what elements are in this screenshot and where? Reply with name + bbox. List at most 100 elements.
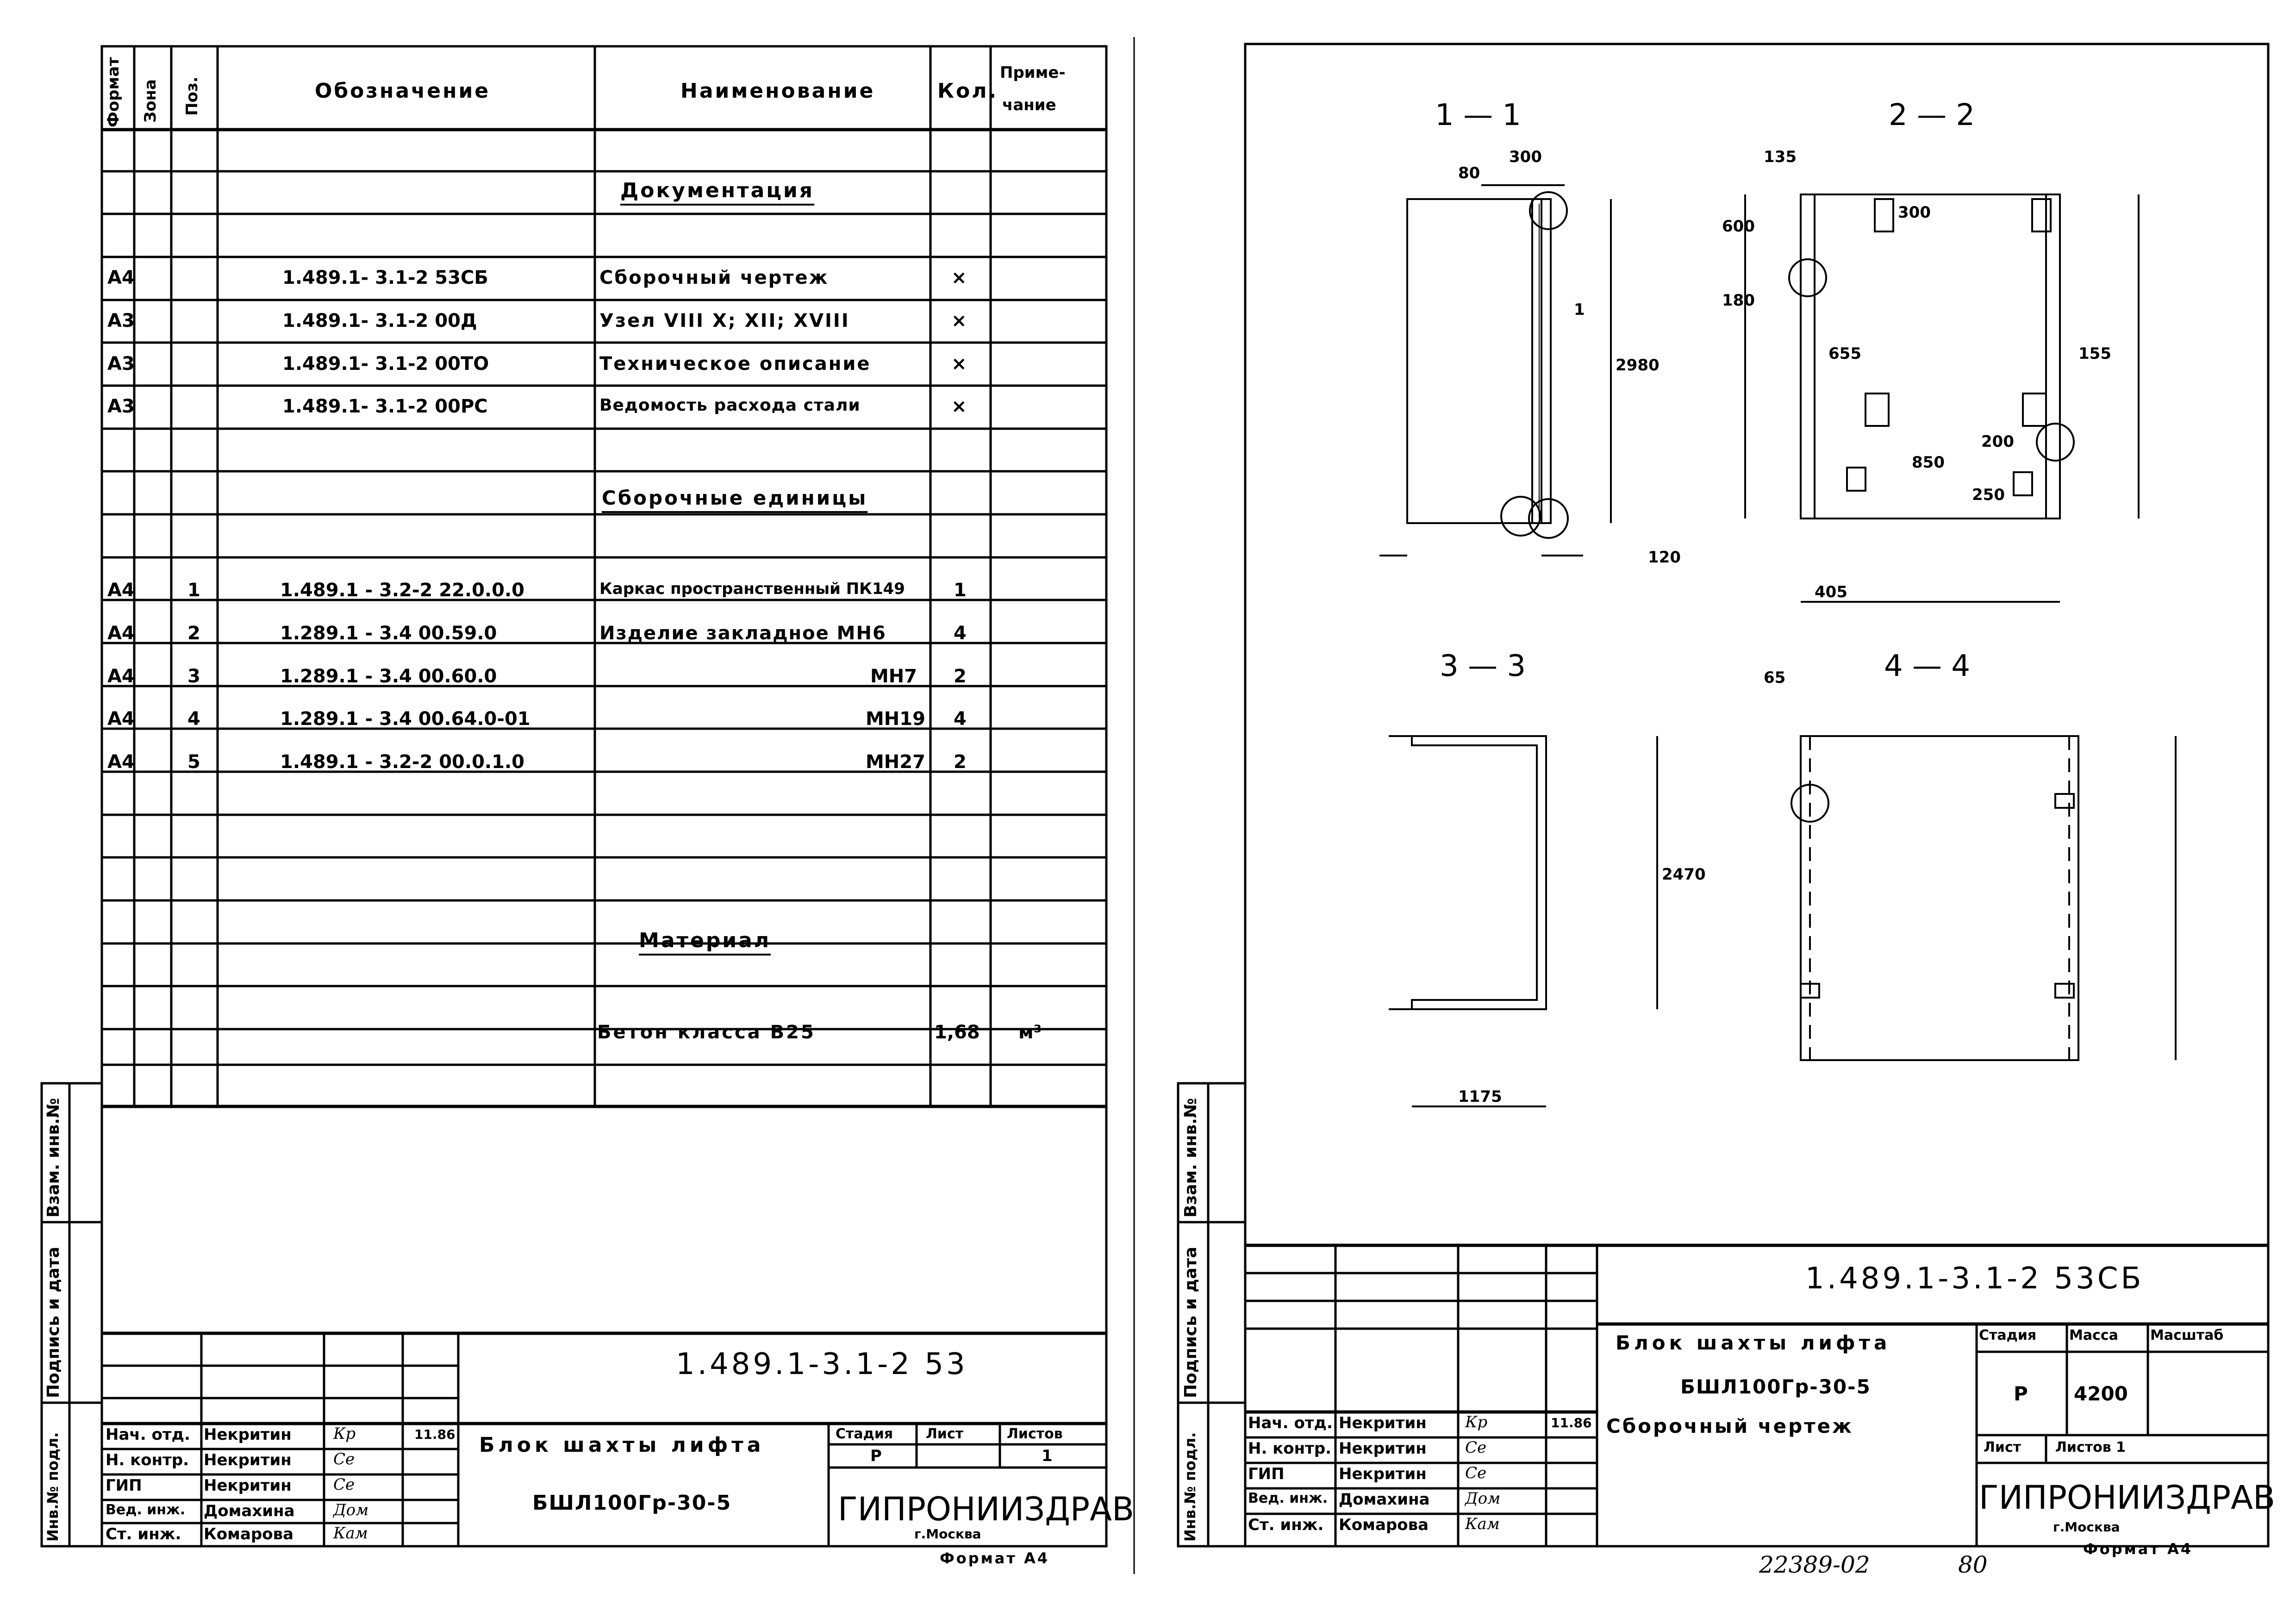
doc-format: А3 (107, 353, 135, 375)
unit-qty: 4 (954, 708, 967, 730)
title-mark-right: БШЛ100Гр-30-5 (1680, 1375, 1871, 1398)
dim-405: 405 (1815, 583, 1847, 601)
unit-format: А4 (107, 708, 135, 730)
section-documentation: Документация (620, 179, 815, 202)
title-drawing-type: Сборочный чертеж (1606, 1415, 1853, 1437)
unit-designation: 1.289.1 - 3.4 00.59.0 (280, 623, 497, 644)
staff-role: Ст. инж. (1248, 1516, 1324, 1534)
dim-850: 850 (1912, 453, 1945, 472)
col-designation-header: Обозначение (315, 79, 491, 103)
doc-qty: × (951, 396, 967, 417)
dim-2470: 2470 (1662, 865, 1706, 884)
staff-sign: Се (333, 1475, 355, 1494)
doc-designation: 1.489.1- 3.1-2 53СБ (282, 267, 488, 288)
scale-label: Масштаб (2150, 1327, 2224, 1343)
col-zone-header: Зона (141, 79, 160, 123)
archive-number: 22389-02 (1759, 1551, 1870, 1578)
stamp-inv-original-right: Инв.№ подл. (1181, 1432, 1199, 1542)
section-assembly-units: Сборочные единицы (602, 487, 868, 509)
dim-250: 250 (1972, 486, 2005, 504)
staff-role: ГИП (106, 1476, 142, 1495)
stamp-inv-original: Инв.№ подл. (44, 1432, 62, 1542)
staff-name: Домахина (204, 1502, 295, 1520)
page-number: 80 (1958, 1551, 1988, 1578)
org-name-right: ГИПРОНИИЗДРАВ (1979, 1479, 2276, 1517)
staff-name: Домахина (1339, 1490, 1430, 1509)
org-city: г.Москва (914, 1526, 981, 1542)
stage-value: Р (870, 1447, 882, 1465)
unit-format: А4 (107, 666, 135, 687)
staff-name: Некритин (204, 1476, 292, 1495)
mass-value: 4200 (2074, 1382, 2128, 1405)
org-name: ГИПРОНИИЗДРАВ (838, 1490, 1135, 1528)
stamp-signature-date-right: Подпись и дата (1181, 1247, 1200, 1398)
title-code: 1.489.1-3.1-2 53 (676, 1347, 968, 1381)
section-4-4-label: 4 — 4 (1884, 649, 1970, 683)
doc-qty: × (951, 353, 967, 375)
staff-sign: Кр (1465, 1413, 1488, 1431)
unit-pos: 1 (187, 580, 200, 601)
col-note-header-2: чание (1002, 96, 1056, 114)
doc-designation: 1.489.1- 3.1-2 00Д (282, 310, 477, 331)
mass-label: Масса (2069, 1327, 2118, 1343)
staff-name: Некритин (1339, 1414, 1427, 1432)
unit-format: А4 (107, 580, 135, 601)
staff-role: ГИП (1248, 1465, 1285, 1483)
stamp-replace-inv-right: Взам. инв.№ (1181, 1098, 1200, 1218)
stage-label: Стадия (836, 1426, 893, 1442)
dim-655: 655 (1828, 344, 1861, 363)
col-note-header-1: Приме- (1000, 63, 1066, 82)
title-code-right: 1.489.1-3.1-2 53СБ (1805, 1262, 2144, 1296)
unit-name: МН27 (866, 751, 925, 773)
doc-format: А4 (107, 267, 135, 288)
staff-sign: Се (1465, 1464, 1487, 1482)
staff-sign: Дом (1465, 1489, 1501, 1508)
material-unit: м³ (1018, 1022, 1042, 1043)
staff-role: Нач. отд. (106, 1425, 190, 1444)
dim-600: 600 (1722, 217, 1755, 236)
doc-qty: × (951, 267, 967, 288)
unit-qty: 2 (954, 751, 967, 773)
staff-date: 11.86 (1551, 1415, 1592, 1430)
unit-format: А4 (107, 751, 135, 773)
dim-2980-a: 2980 (1616, 356, 1660, 375)
unit-pos: 3 (187, 666, 200, 687)
unit-designation: 1.289.1 - 3.4 00.64.0-01 (280, 708, 530, 730)
title-name-right: Блок шахты лифта (1616, 1331, 1891, 1354)
unit-format: А4 (107, 623, 135, 644)
unit-designation: 1.289.1 - 3.4 00.60.0 (280, 666, 497, 687)
staff-role: Вед. инж. (1248, 1490, 1328, 1506)
unit-qty: 4 (954, 623, 967, 644)
staff-role: Н. контр. (1248, 1439, 1332, 1458)
dim-180: 180 (1722, 291, 1755, 310)
sheets-label: Листов (1007, 1426, 1063, 1442)
staff-sign: Кам (333, 1524, 368, 1543)
doc-designation: 1.489.1- 3.1-2 00ТО (282, 353, 489, 375)
doc-qty: × (951, 310, 967, 331)
staff-sign: Се (1465, 1438, 1487, 1457)
section-material: Материал (639, 929, 771, 952)
dim-65: 65 (1764, 668, 1785, 687)
unit-designation: 1.489.1 - 3.2-2 22.0.0.0 (280, 580, 524, 601)
unit-name: МН19 (866, 708, 925, 730)
doc-format: А3 (107, 396, 135, 417)
stamp-replace-inv: Взам. инв.№ (44, 1098, 63, 1218)
material-name: Бетон класса В25 (597, 1022, 816, 1043)
staff-role: Нач. отд. (1248, 1414, 1333, 1432)
staff-name: Некритин (1339, 1439, 1427, 1458)
unit-name: Каркас пространственный ПК149 (599, 580, 905, 598)
doc-designation: 1.489.1- 3.1-2 00РС (282, 396, 488, 417)
sheets-label-right: Листов 1 (2055, 1439, 2126, 1455)
section-1-1-label: 1 — 1 (1435, 98, 1521, 132)
unit-name: МН7 (870, 666, 917, 687)
dim-120-a: 120 (1648, 548, 1681, 567)
doc-name: Узел VIII X; XII; XVIII (599, 310, 850, 331)
staff-role: Н. контр. (106, 1451, 189, 1469)
format-label-right: Формат А4 (2083, 1540, 2193, 1558)
dim-135: 135 (1764, 148, 1797, 166)
staff-name: Некритин (204, 1451, 292, 1469)
col-pos-header: Поз. (183, 76, 201, 116)
dim-1175: 1175 (1458, 1087, 1502, 1106)
dim-80: 80 (1458, 164, 1480, 182)
